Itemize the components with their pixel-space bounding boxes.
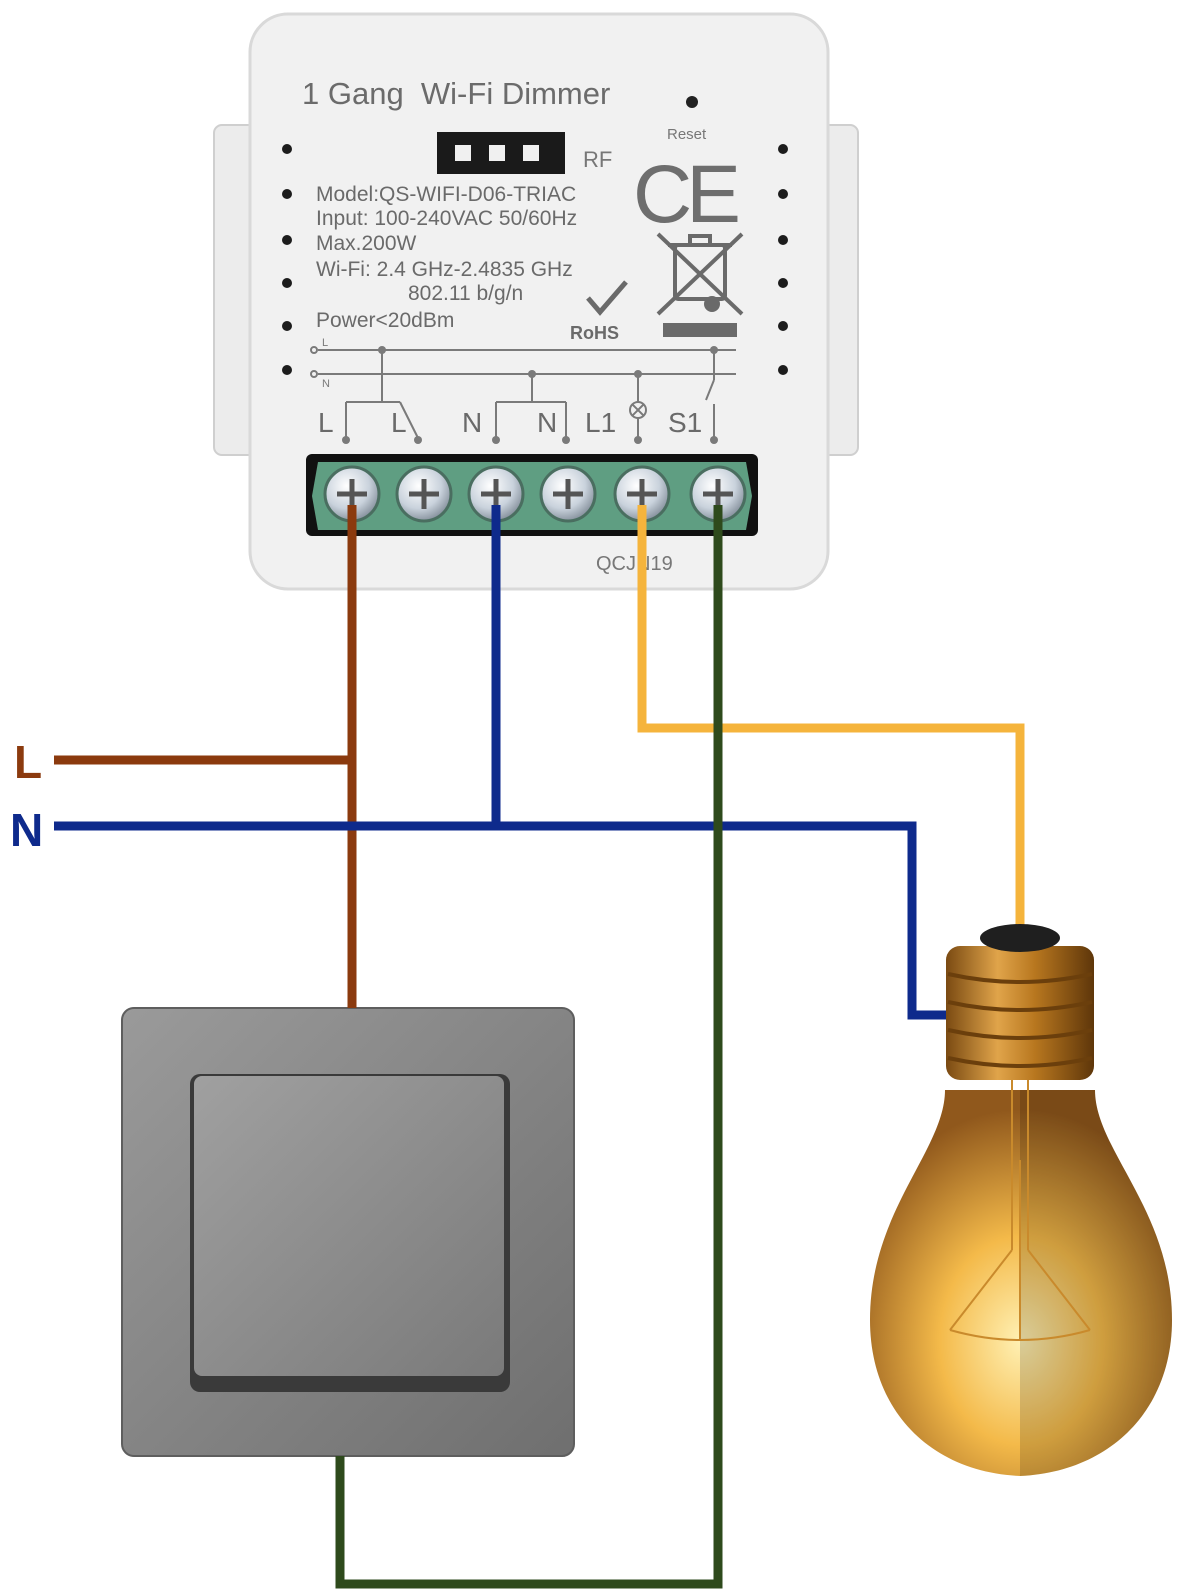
terminal-label-N-1: N [462, 407, 482, 438]
rohs-label: RoHS [570, 323, 619, 343]
switch-rocker [194, 1076, 504, 1376]
module-title: 1 Gang Wi-Fi Dimmer [302, 76, 610, 111]
spec-wifi: Wi-Fi: 2.4 GHz-2.4835 GHz [316, 258, 573, 281]
mounting-dots [282, 144, 788, 375]
terminal-screws [323, 465, 747, 523]
terminal-label-S1: S1 [668, 407, 702, 438]
terminal-label-N-2: N [537, 407, 557, 438]
schematic-label-N: N [322, 378, 330, 390]
neutral-wire [54, 821, 948, 1020]
reset-hole [686, 96, 698, 108]
switch-return-wire [335, 505, 723, 1589]
dimmer-module: 1 Gang Wi-Fi Dimmer Reset RF CE RoHS Mod… [213, 12, 859, 591]
spec-power: Power<20dBm [316, 309, 454, 332]
schematic-nodes [342, 346, 718, 444]
bulb-base-threads [947, 972, 1093, 1068]
internal-schematic [310, 346, 736, 439]
terminal-label-L-2: L [391, 407, 407, 438]
terminal-block [306, 454, 758, 536]
bulb-glass-shade [1020, 1090, 1172, 1476]
bulb-filament [949, 1080, 1091, 1341]
terminal-label-L-1: L [318, 407, 334, 438]
footer-code: QCJN19 [596, 553, 673, 575]
ce-mark: CE [633, 149, 738, 240]
neutral-label: N [10, 804, 43, 856]
module-body [248, 12, 830, 591]
wires [54, 505, 1025, 1589]
weee-bar [663, 323, 737, 337]
lamp-wire [637, 505, 1025, 930]
schematic-label-L: L [322, 337, 328, 349]
line-label: L [14, 736, 42, 788]
spec-max: Max.200W [316, 232, 417, 255]
reset-label: Reset [667, 126, 707, 143]
rf-label: RF [583, 147, 612, 172]
weee-bin-icon [656, 232, 744, 316]
spec-model: Model:QS-WIFI-D06-TRIAC [316, 183, 576, 206]
rf-connector [437, 132, 565, 174]
bulb-contact [980, 924, 1060, 952]
light-bulb [870, 924, 1172, 1476]
terminal-label-L1: L1 [585, 407, 616, 438]
spec-standard: 802.11 b/g/n [408, 282, 523, 305]
spec-input: Input: 100-240VAC 50/60Hz [316, 207, 577, 230]
wall-switch [121, 1007, 575, 1457]
rohs-check-icon [586, 280, 628, 316]
